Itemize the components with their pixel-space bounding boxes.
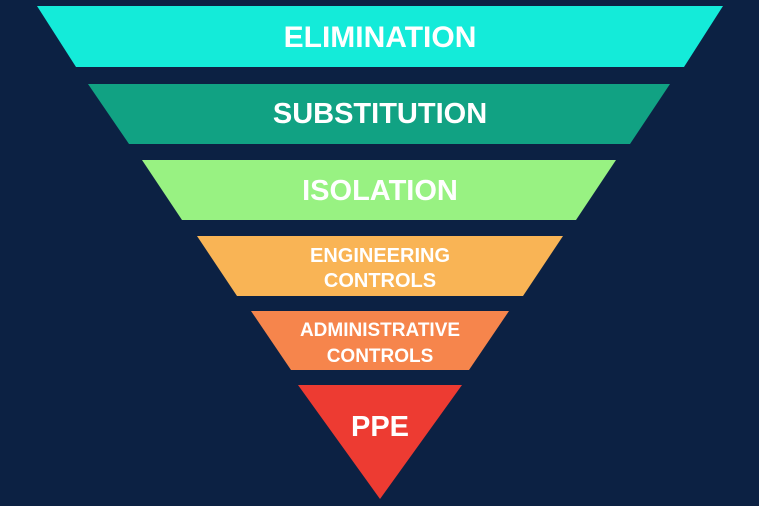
tier-substitution-label: SUBSTITUTION (273, 98, 487, 130)
tier-ppe-shape (298, 385, 462, 499)
tier-administrative-controls: ADMINISTRATIVE CONTROLS (251, 311, 509, 370)
tier-engineering-controls-label-line-2: CONTROLS (324, 270, 436, 292)
tier-isolation: ISOLATION (142, 160, 616, 220)
tier-elimination: ELIMINATION (37, 6, 723, 67)
tier-ppe-label: PPE (351, 411, 409, 443)
tier-administrative-controls-shape (251, 311, 509, 370)
tier-substitution: SUBSTITUTION (88, 84, 670, 144)
tier-elimination-label: ELIMINATION (284, 21, 477, 54)
tier-engineering-controls-shape (197, 236, 563, 296)
tier-substitution-shape (88, 84, 670, 144)
tier-ppe: PPE (298, 385, 462, 499)
tier-elimination-shape (37, 6, 723, 67)
tier-isolation-label: ISOLATION (302, 175, 458, 207)
tier-administrative-controls-label-line-1: ADMINISTRATIVE (300, 320, 460, 341)
tier-administrative-controls-label-line-2: CONTROLS (327, 346, 434, 367)
tier-isolation-shape (142, 160, 616, 220)
tier-engineering-controls-label-line-1: ENGINEERING (310, 245, 450, 267)
tier-engineering-controls: ENGINEERING CONTROLS (197, 236, 563, 296)
